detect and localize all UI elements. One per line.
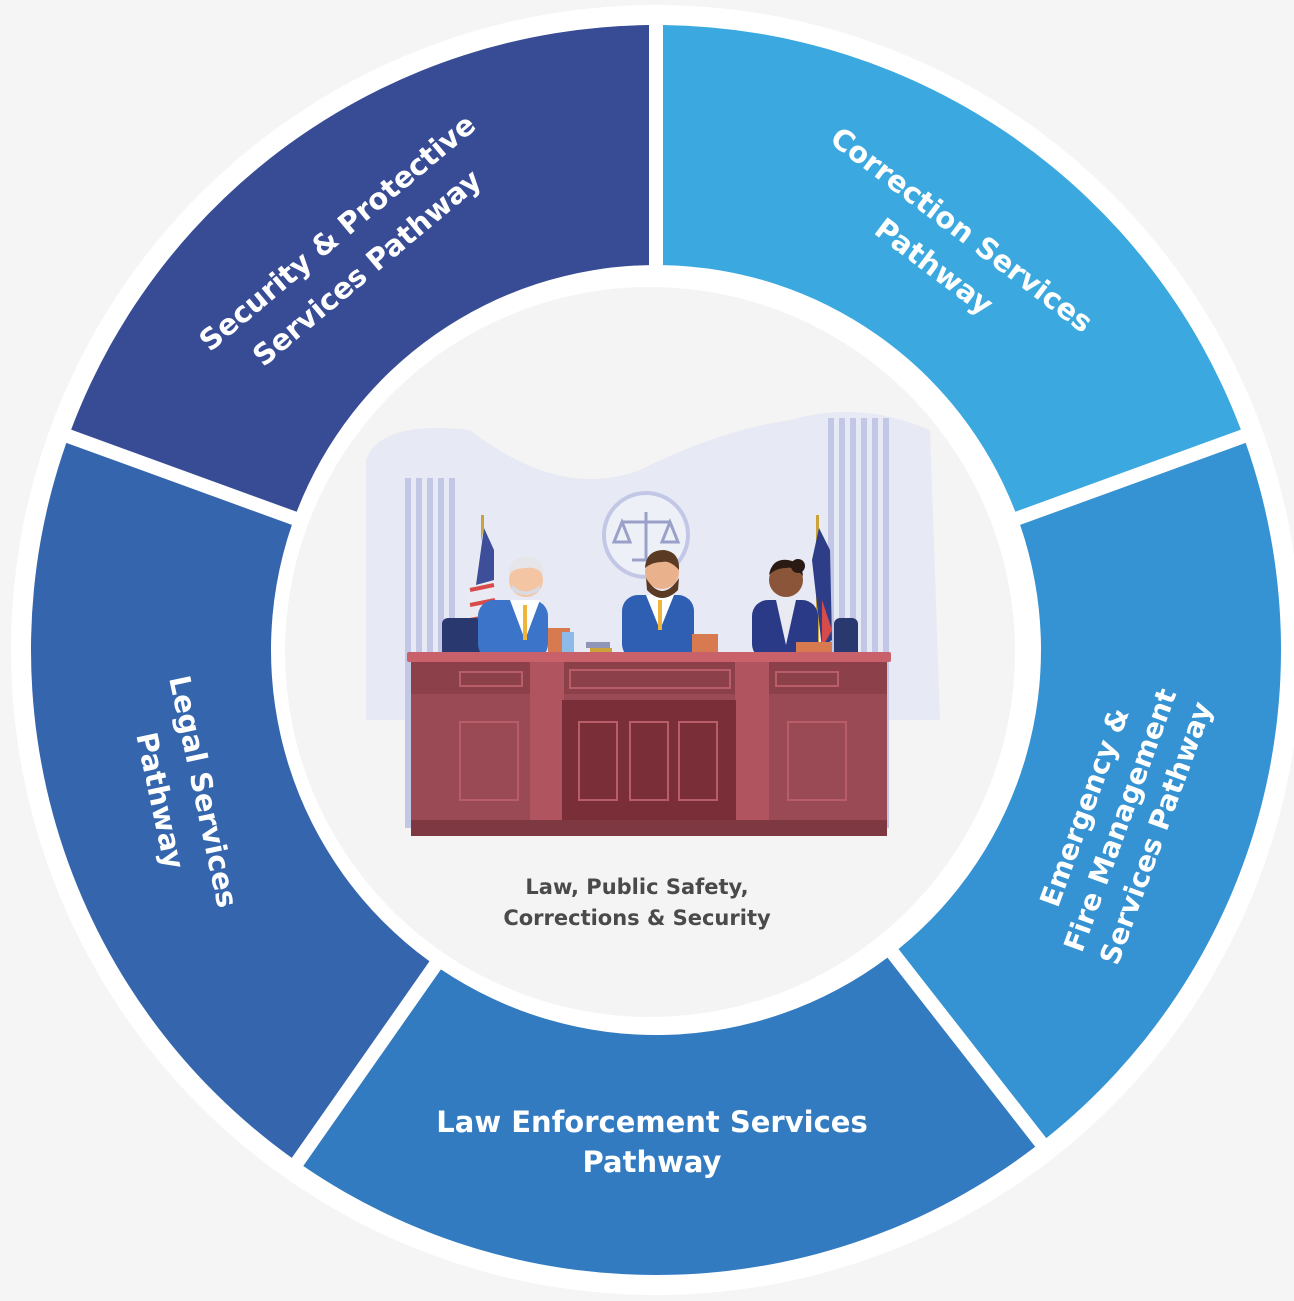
segment-label-line: Pathway (583, 1145, 722, 1179)
segment-emergency (898, 442, 1281, 1139)
center-caption-line-1: Law, Public Safety, (525, 875, 749, 899)
segment-security (71, 25, 650, 512)
segment-law-enforcement (303, 957, 1036, 1275)
center-caption: Law, Public Safety, Corrections & Securi… (447, 872, 827, 934)
center-caption-line-2: Corrections & Security (503, 906, 771, 930)
segment-correction (662, 25, 1241, 512)
courtroom-judges-illustration (366, 412, 940, 836)
segment-label-line: Law Enforcement Services (436, 1105, 867, 1139)
segment-legal (30, 442, 430, 1158)
